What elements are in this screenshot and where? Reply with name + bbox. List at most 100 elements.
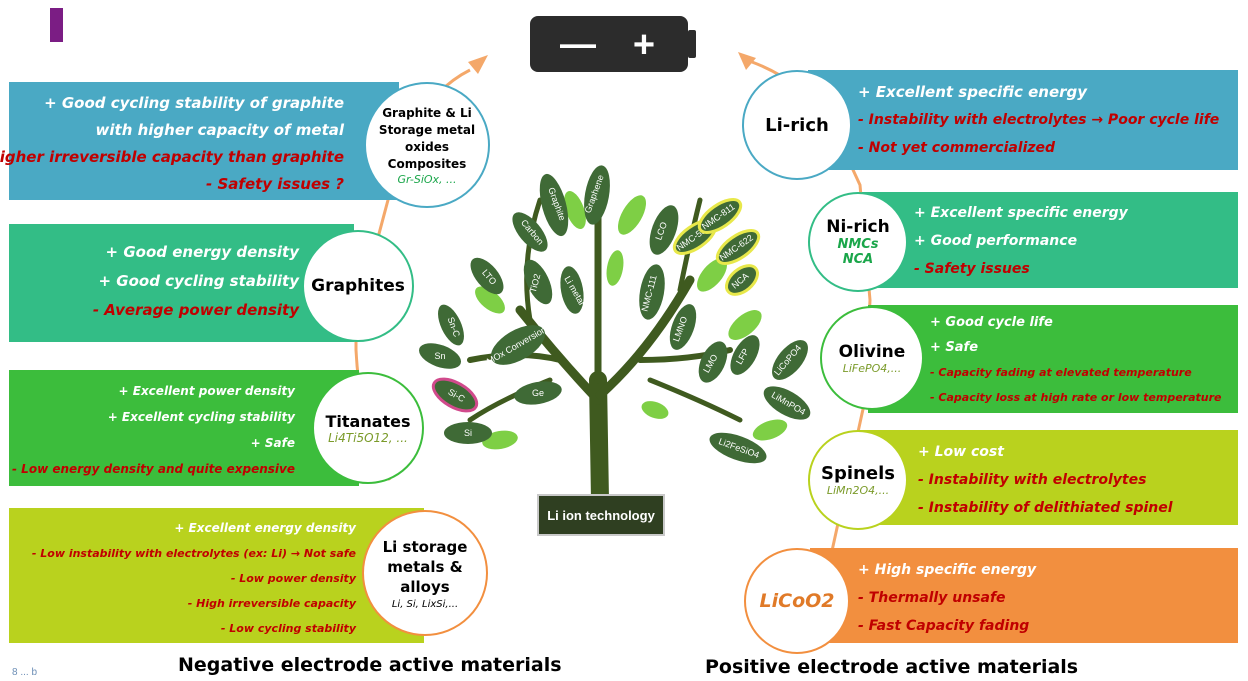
graphites-name: Graphites — [311, 276, 405, 296]
pos-licoo2-line-1: + High specific energy — [858, 562, 1037, 578]
pos-spinels-line-2: - Instability with electrolytes — [918, 472, 1147, 488]
neg-titanates-line-2: + Excellent cycling stability — [107, 410, 295, 424]
leaf-li2fesio4: Li2FeSiO4 — [709, 432, 767, 464]
pos-panel-licoo2: + High specific energy - Thermally unsaf… — [810, 548, 1238, 643]
negative-title: Negative electrode active materials — [178, 654, 562, 676]
licoo2-name: LiCoO2 — [759, 590, 835, 612]
titanates-sub: Li4Ti5O12, ... — [328, 430, 408, 445]
pos-licoo2-line-2: - Thermally unsafe — [858, 590, 1006, 606]
neg-metals-line-3: - Low power density — [230, 572, 356, 585]
circle-olivine: Olivine LiFePO4,... — [820, 306, 924, 410]
pos-li-rich-line-1: + Excellent specific energy — [858, 83, 1088, 101]
pos-licoo2-line-3: - Fast Capacity fading — [858, 618, 1030, 634]
pos-spinels-line-1: + Low cost — [918, 444, 1004, 460]
neg-graphites-line-1: + Good energy density — [105, 243, 299, 261]
li-rich-name: Li-rich — [765, 114, 829, 136]
metals-sub: Li, Si, LixSi,... — [391, 598, 459, 610]
pos-panel-spinels: + Low cost - Instability with electrolyt… — [858, 430, 1238, 525]
battery-plus: + — [633, 24, 655, 66]
arrow-heads — [468, 52, 756, 74]
neg-titanates-line-4: - Low energy density and quite expensive — [12, 462, 295, 476]
pos-panel-li-rich: + Excellent specific energy - Instabilit… — [808, 70, 1238, 170]
composites-sub: Gr-SiOx, ... — [397, 172, 457, 186]
neg-composites-line-3: - Higher irreversible capacity than grap… — [0, 148, 344, 166]
neg-titanates-line-3: + Safe — [250, 436, 295, 450]
leaf-mox: MOx Conversion — [485, 324, 548, 366]
leaf-limnpo4: LiMnPO4 — [763, 386, 811, 420]
neg-titanates-line-1: + Excellent power density — [118, 384, 295, 398]
neg-metals-line-4: - High irreversible capacity — [187, 597, 356, 610]
svg-text:Sn: Sn — [434, 351, 445, 361]
pos-li-rich-line-2: - Instability with electrolytes → Poor c… — [858, 112, 1220, 128]
positive-title: Positive electrode active materials — [705, 656, 1079, 678]
pos-panel-olivine: + Good cycle life + Safe - Capacity fadi… — [868, 305, 1238, 413]
svg-text:TiO2: TiO2 — [528, 273, 543, 294]
leaf-lmo: LMO — [698, 341, 728, 383]
titanates-name: Titanates — [325, 411, 411, 431]
battery-icon: — + — [530, 16, 696, 72]
leaf-nmc622: NMC-622 — [715, 229, 761, 265]
pos-li-rich-line-3: - Not yet commercialized — [858, 140, 1056, 156]
neg-metals-line-2: - Low instability with electrolytes (ex:… — [31, 547, 356, 560]
accent-bar — [50, 8, 63, 42]
spinels-name: Spinels — [821, 463, 895, 484]
neg-metals-line-5: - Low cycling stability — [220, 622, 356, 635]
leaf-si: Si — [444, 422, 492, 444]
pos-ni-rich-line-3: - Safety issues — [914, 261, 1030, 277]
svg-text:Ge: Ge — [532, 388, 544, 398]
neg-metals-line-1: + Excellent energy density — [174, 521, 356, 535]
pos-olivine-line-1: + Good cycle life — [930, 315, 1053, 330]
pos-spinels-line-3: - Instability of delithiated spinel — [918, 500, 1173, 516]
neg-composites-line-4: - Safety issues ? — [206, 175, 344, 193]
tree-caption: Li ion technology — [537, 494, 665, 536]
leaf-graphene: Graphene — [583, 165, 610, 225]
neg-graphites-line-2: + Good cycling stability — [98, 272, 300, 290]
leaf-lco: LCO — [649, 205, 679, 255]
neg-panel-metals: + Excellent energy density - Low instabi… — [9, 508, 424, 643]
circle-spinels: Spinels LiMn2O4,... — [808, 430, 908, 530]
left-arrow-head — [468, 55, 488, 74]
ni-rich-name: Ni-rich — [826, 217, 890, 237]
leaf-sn: Sn — [418, 343, 462, 369]
svg-text:Si: Si — [464, 428, 472, 438]
neg-panel-composites: + Good cycling stability of graphite wit… — [0, 82, 399, 200]
leaf-tio2: TiO2 — [523, 259, 553, 305]
leaf-licopo4: LiCoPO4 — [772, 340, 808, 380]
leaf-graphite: Graphite — [539, 173, 569, 237]
light-leaves — [475, 190, 788, 450]
circle-ni-rich: Ni-rich NMCs NCA — [808, 192, 908, 292]
pos-ni-rich-line-1: + Excellent specific energy — [914, 205, 1128, 221]
right-arrow-head — [738, 52, 756, 70]
leaf-ge: Ge — [514, 381, 562, 405]
neg-panel-graphites: + Good energy density + Good cycling sta… — [9, 224, 354, 342]
battery-minus: — — [560, 23, 596, 64]
pos-ni-rich-line-2: + Good performance — [914, 233, 1078, 249]
composites-name: Graphite & Li Storage metal oxides Compo… — [378, 105, 476, 171]
leaf-lto: LTO — [470, 257, 504, 295]
circle-li-rich: Li-rich — [742, 70, 852, 180]
pos-olivine-line-3: - Capacity fading at elevated temperatur… — [930, 366, 1192, 379]
pos-olivine-line-2: + Safe — [930, 340, 979, 355]
leaf-li-metal: Li metal — [560, 266, 587, 314]
circle-composites: Graphite & Li Storage metal oxides Compo… — [364, 82, 490, 208]
circle-metals: Li storage metals & alloys Li, Si, LixSi… — [362, 510, 488, 636]
labelled-leaves: Graphite Graphene Carbon LCO NMC-532 NMC… — [418, 165, 811, 464]
footer-partial-text: 8 ... b — [12, 667, 38, 678]
spinels-sub: LiMn2O4,... — [826, 484, 890, 497]
circle-titanates: Titanates Li4Ti5O12, ... — [312, 372, 424, 484]
leaf-nca: NCA — [725, 264, 759, 296]
neg-graphites-line-3: - Average power density — [92, 301, 299, 319]
leaf-si-c: Si-C — [431, 377, 479, 413]
pos-olivine-line-4: - Capacity loss at high rate or low temp… — [930, 391, 1222, 404]
neg-panel-titanates: + Excellent power density + Excellent cy… — [9, 370, 359, 486]
pos-panel-ni-rich: + Excellent specific energy + Good perfo… — [862, 192, 1238, 288]
leaf-sn-c: Sn-C — [438, 304, 464, 346]
olivine-name: Olivine — [838, 341, 906, 362]
circle-graphites: Graphites — [302, 230, 414, 342]
metals-name: Li storage metals & alloys — [382, 537, 468, 596]
neg-composites-line-2: with higher capacity of metal — [95, 121, 344, 139]
olivine-sub: LiFePO4,... — [842, 361, 902, 375]
svg-text:Li ion technology: Li ion technology — [547, 508, 655, 523]
neg-composites-line-1: + Good cycling stability of graphite — [44, 94, 344, 112]
circle-licoo2: LiCoO2 — [744, 548, 850, 654]
